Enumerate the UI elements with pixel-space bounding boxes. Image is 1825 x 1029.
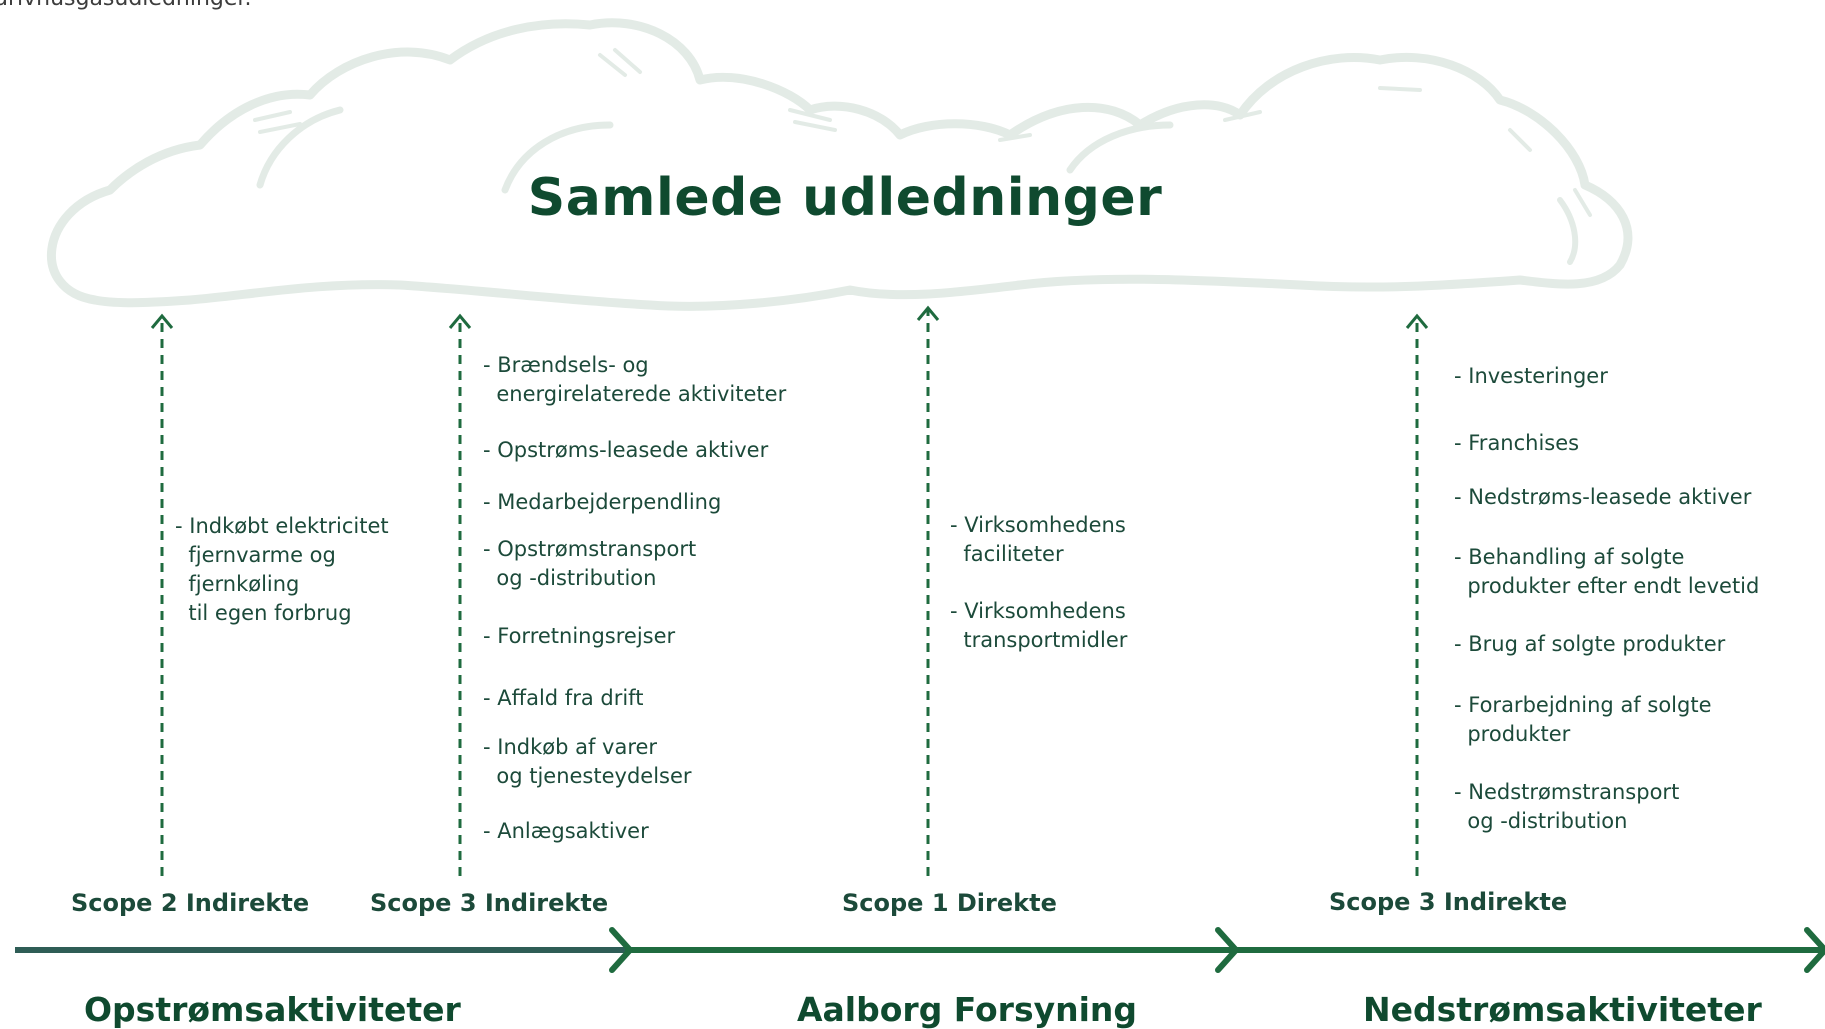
downstream-activities-label: Nedstrømsaktiviteter: [1363, 990, 1762, 1029]
cloud-shape: [46, 18, 1633, 311]
scope3-upstream-label: Scope 3 Indirekte: [370, 889, 609, 917]
list-item: - Behandling af solgte produkter efter e…: [1454, 545, 1760, 598]
cloud-hatching: [253, 48, 1592, 217]
scope3-up-arrowhead: [448, 313, 472, 329]
list-item: - Medarbejderpendling: [483, 490, 722, 514]
list-item: - Brug af solgte produkter: [1454, 632, 1726, 656]
list-item: - Brændsels- og energirelaterede aktivit…: [483, 353, 787, 406]
intro-text: drivhusgasudledninger.: [0, 0, 251, 11]
scope1-arrowhead: [916, 305, 940, 321]
list-item: - Franchises: [1454, 431, 1580, 455]
list-item: - Forarbejdning af solgte produkter: [1454, 693, 1712, 746]
list-item: - Virksomhedens faciliteter: [950, 513, 1126, 566]
list-item: - Anlægsaktiver: [483, 819, 649, 843]
upstream-activities-label: Opstrømsaktiviteter: [84, 990, 461, 1029]
scope3-downstream-label: Scope 3 Indirekte: [1329, 888, 1568, 916]
list-item: - Indkøb af varer og tjenesteydelser: [483, 735, 692, 788]
cloud-title: Samlede udledninger: [527, 168, 1163, 228]
cloud-contour-mid: [501, 121, 614, 194]
list-item: - Virksomhedens transportmidler: [950, 599, 1128, 652]
list-item: - Investeringer: [1454, 364, 1608, 388]
company-label: Aalborg Forsyning: [797, 990, 1138, 1029]
list-item: - Nedstrøms-leasede aktiver: [1454, 485, 1752, 509]
downstream-chevron: [1804, 927, 1825, 973]
cloud-contour-left: [256, 106, 344, 189]
cloud-contour-right: [1066, 121, 1174, 174]
scope2-label: Scope 2 Indirekte: [71, 889, 310, 917]
list-item: - Opstrømstransport og -distribution: [483, 537, 697, 590]
list-item: - Nedstrømstransport og -distribution: [1454, 780, 1680, 833]
scope3-down-arrowhead: [1405, 313, 1429, 329]
list-item: - Forretningsrejser: [483, 624, 676, 648]
upstream-chevron: [609, 927, 633, 973]
list-item: - Opstrøms-leasede aktiver: [483, 438, 769, 462]
list-item: - Indkøbt elektricitet fjernvarme og fje…: [175, 514, 389, 625]
scope2-arrowhead: [150, 313, 174, 329]
list-item: - Affald fra drift: [483, 686, 644, 710]
cloud-contour-far: [1557, 197, 1579, 265]
company-chevron: [1215, 927, 1239, 973]
scope1-label: Scope 1 Direkte: [842, 889, 1057, 917]
